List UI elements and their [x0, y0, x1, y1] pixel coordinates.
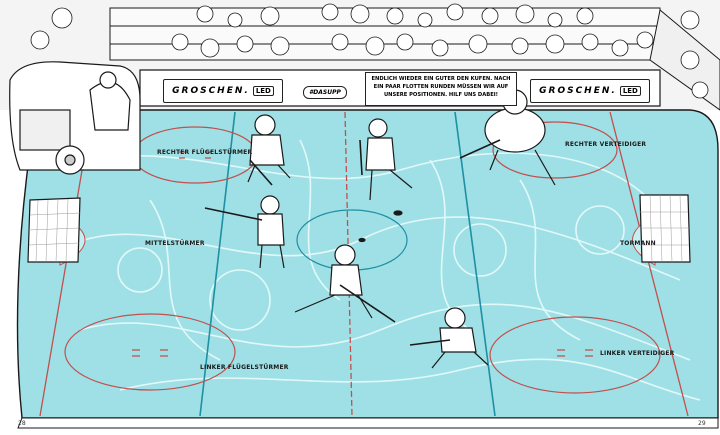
sponsor-sign-right: GROSCHEN. LED: [530, 79, 650, 103]
sign-brand: GROSCHEN.: [172, 86, 250, 96]
player-right-wing: [247, 114, 291, 186]
player-forward-top: [359, 118, 413, 201]
player-left-defense: [409, 307, 489, 369]
page-number-right: 29: [698, 420, 706, 427]
sign-led: LED: [619, 86, 641, 96]
label-goalie: TORMANN: [620, 240, 656, 247]
right-goal: [639, 194, 691, 263]
label-left-defense: LINKER VERTEIDIGER: [600, 350, 675, 357]
ice-resurfacer: [9, 61, 141, 175]
players: [204, 89, 556, 369]
crowd: [30, 3, 709, 99]
label-right-wing: RECHTER FLÜGELSTÜRMER: [157, 149, 253, 156]
label-center: MITTELSTÜRMER: [145, 240, 205, 247]
message-board: ENDLICH WIEDER EIN GUTER DEN KUFEN. NACH…: [365, 72, 517, 106]
page-number-left: 28: [18, 420, 26, 427]
sign-led: LED: [252, 86, 274, 96]
left-goal: [27, 197, 81, 263]
sponsor-sign-left: GROSCHEN. LED: [163, 79, 283, 103]
sign-brand: GROSCHEN.: [539, 86, 617, 96]
player-right-defense: [459, 89, 556, 186]
label-right-defense: RECHTER VERTEIDIGER: [565, 141, 647, 148]
label-left-wing: LINKER FLÜGELSTÜRMER: [200, 364, 289, 371]
player-center: [204, 195, 285, 269]
player-middle: [294, 244, 396, 323]
small-logo: #DASUPP: [303, 86, 347, 99]
